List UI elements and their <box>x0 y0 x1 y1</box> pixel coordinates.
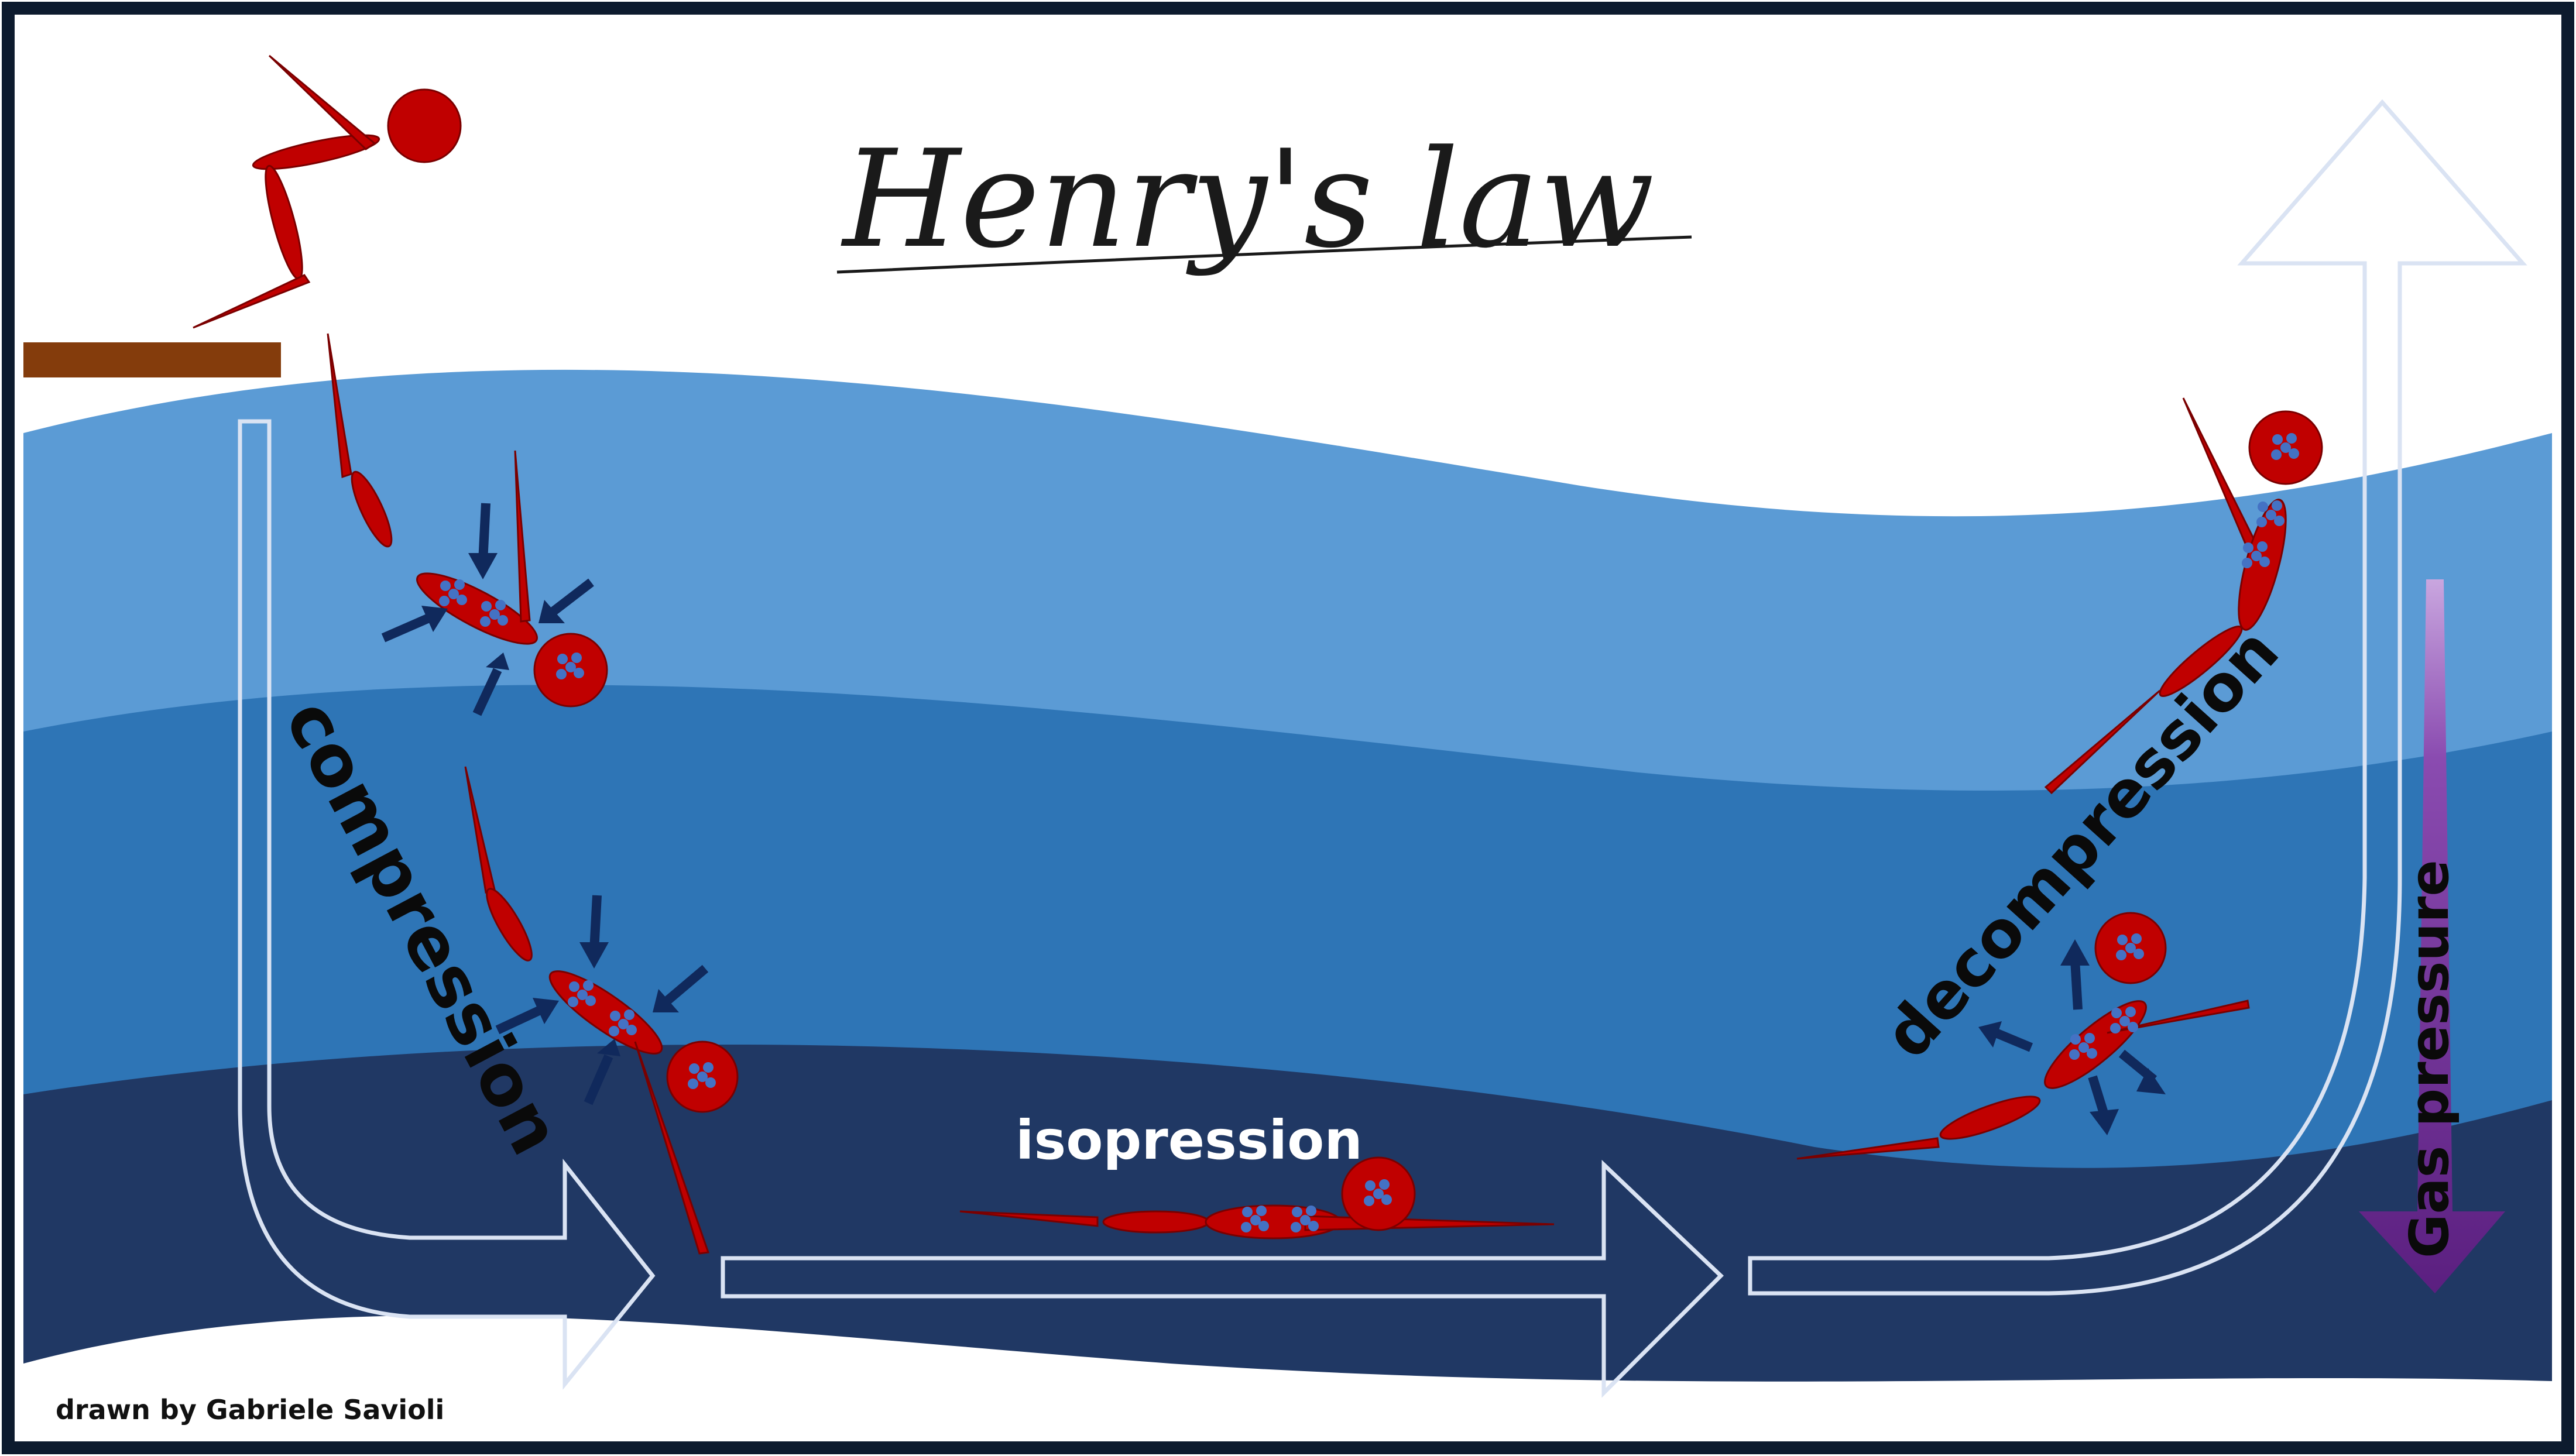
page-title: Henry's law <box>841 122 1655 278</box>
flow-arrow-compression <box>238 419 656 1390</box>
diver-jumping <box>193 54 462 329</box>
diver-head <box>387 88 462 163</box>
title-underline <box>836 235 1692 274</box>
credit-text: drawn by Gabriele Savioli <box>56 1394 444 1426</box>
label-isopression: isopression <box>1016 1109 1363 1172</box>
compression-arrows <box>381 503 594 716</box>
diver-descending-1 <box>327 333 608 708</box>
flow-arrow-isopression <box>721 1159 1724 1398</box>
diving-platform <box>23 342 281 377</box>
gas-pressure-arrow <box>2359 579 2505 1293</box>
flow-arrow-decompression <box>1748 99 2527 1296</box>
label-gas-pressure: Gas pressure <box>2398 860 2461 1258</box>
seabed-white-wave <box>23 1315 2552 1393</box>
decompression-arrows <box>1978 939 2166 1135</box>
compression-arrows <box>495 895 709 1105</box>
